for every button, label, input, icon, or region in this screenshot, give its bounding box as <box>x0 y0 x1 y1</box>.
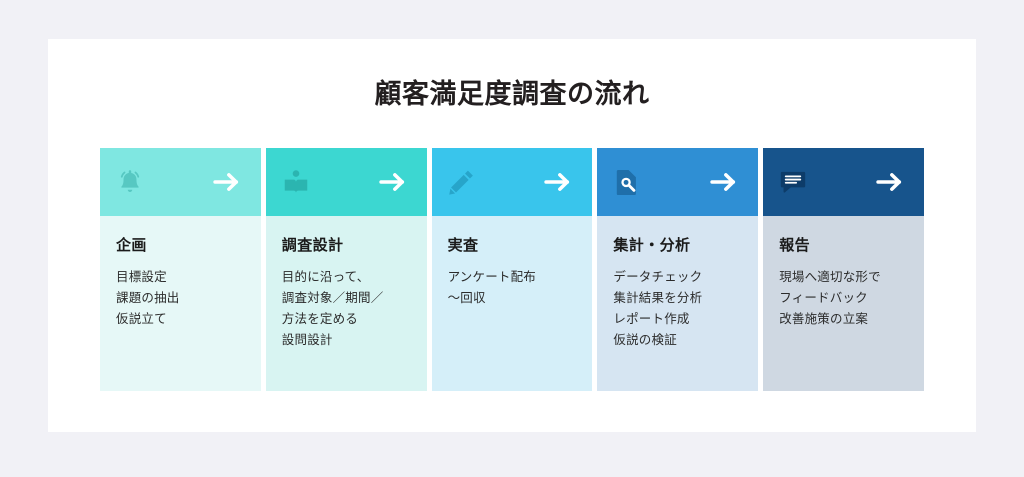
arrow-right-icon <box>707 169 741 195</box>
flow-card-title: 集計・分析 <box>613 236 691 254</box>
flow-card-line-list: 目標設定課題の抽出仮説立て <box>116 266 245 329</box>
flow-card-line-list: アンケート配布〜回収 <box>448 266 577 308</box>
flow-card-title: 調査設計 <box>281 236 344 254</box>
document-search-icon <box>612 167 642 197</box>
speech-bubble-icon <box>778 167 808 197</box>
flow-card-body: 報告現場へ適切な形でフィードバック改善施策の立案 <box>763 216 924 391</box>
flow-card-step-3: 実査アンケート配布〜回収 <box>431 148 593 391</box>
flow-card-step-2: 調査設計目的に沿って、調査対象／期間／ 方法を定める設問設計 <box>265 148 427 391</box>
page-title: 顧客満足度調査の流れ <box>374 79 650 110</box>
flow-card-line: 集計結果を分析 <box>613 290 703 305</box>
flow-card-line-list: データチェック集計結果を分析レポート作成仮説の検証 <box>613 266 742 350</box>
flow-card-line: 調査対象／期間／ <box>281 290 384 305</box>
flow-card-line: 改善施策の立案 <box>779 311 869 326</box>
flow-card-line: 方法を定める <box>281 311 358 326</box>
flow-card-line: 目的に沿って、 <box>281 269 370 284</box>
flow-card-body: 企画目標設定課題の抽出仮説立て <box>100 216 261 391</box>
flow-card-line: 設問設計 <box>281 332 333 347</box>
flow-card-body: 実査アンケート配布〜回収 <box>431 216 593 391</box>
flow-card-line: 課題の抽出 <box>116 290 180 305</box>
arrow-right-icon <box>210 169 244 195</box>
flow-card-title: 実査 <box>447 236 479 254</box>
flow-card-step-5: 報告現場へ適切な形でフィードバック改善施策の立案 <box>763 148 924 391</box>
pencil-icon <box>447 167 477 197</box>
arrow-right-icon <box>873 169 907 195</box>
flow-card-header <box>431 148 593 216</box>
flow-card-title: 報告 <box>779 236 810 254</box>
flow-card-title: 企画 <box>116 236 147 254</box>
flow-card-line: 現場へ適切な形で <box>779 269 881 284</box>
flow-card-line: 仮説立て <box>116 311 167 326</box>
flow-card-body: 集計・分析データチェック集計結果を分析レポート作成仮説の検証 <box>597 216 759 391</box>
arrow-right-icon <box>376 169 410 195</box>
flow-card-line: レポート作成 <box>613 311 690 326</box>
flow-card-line-list: 目的に沿って、調査対象／期間／ 方法を定める設問設計 <box>282 266 411 350</box>
open-book-icon <box>281 167 311 197</box>
flow-card-header <box>100 148 261 216</box>
flow-card-line: 仮説の検証 <box>613 332 677 347</box>
bell-icon <box>115 167 145 197</box>
flow-card-header <box>597 148 759 216</box>
content-panel: 顧客満足度調査の流れ 企画目標設定課題の抽出仮説立て 調査設計目的に沿って、調査… <box>48 39 976 432</box>
flow-card-header <box>763 148 924 216</box>
flow-card-line: アンケート配布 <box>447 269 536 284</box>
flow-card-line: データチェック <box>613 269 703 284</box>
flow-card-body: 調査設計目的に沿って、調査対象／期間／ 方法を定める設問設計 <box>265 216 427 391</box>
flow-card-header <box>265 148 427 216</box>
flow-card-line: フィードバック <box>779 290 868 305</box>
flow-card-step-1: 企画目標設定課題の抽出仮説立て <box>100 148 261 391</box>
flow-card-line: 〜回収 <box>447 290 486 305</box>
flow-card-line-list: 現場へ適切な形でフィードバック改善施策の立案 <box>779 266 908 329</box>
flow-steps-row: 企画目標設定課題の抽出仮説立て 調査設計目的に沿って、調査対象／期間／ 方法を定め… <box>100 148 924 391</box>
flow-card-line: 目標設定 <box>116 269 167 284</box>
arrow-right-icon <box>541 169 575 195</box>
flow-card-step-4: 集計・分析データチェック集計結果を分析レポート作成仮説の検証 <box>597 148 759 391</box>
